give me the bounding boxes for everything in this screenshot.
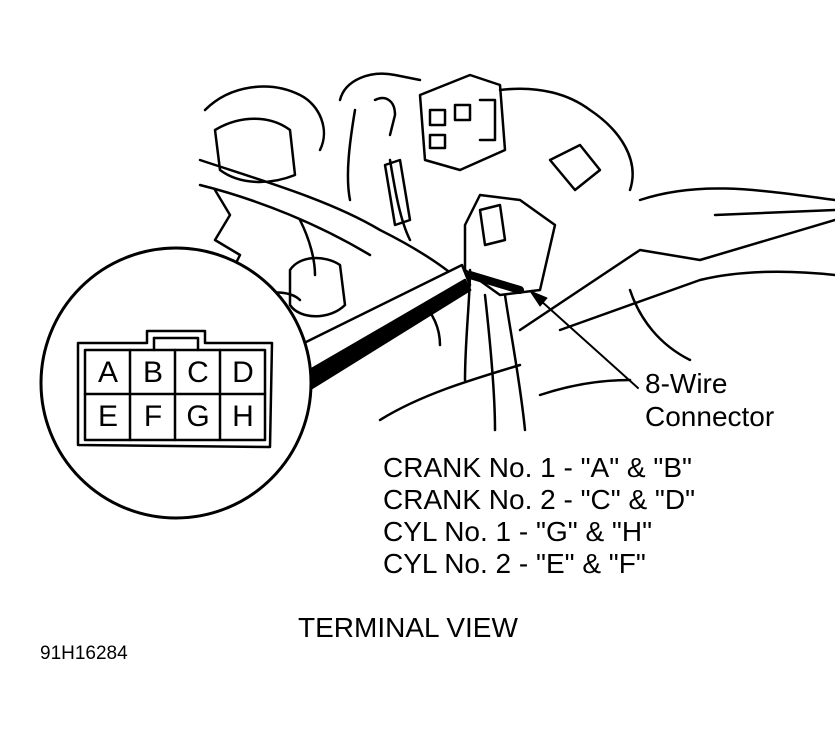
pin-e: E	[97, 400, 118, 433]
pin-f: F	[143, 400, 163, 433]
pin-assignment: CRANK No. 2 - "C" & "D"	[383, 484, 696, 515]
pin-a: A	[97, 356, 118, 389]
pin-g: G	[186, 400, 210, 433]
connector-label-line2: Connector	[645, 401, 775, 432]
engine-background	[198, 72, 835, 432]
pin-b: B	[142, 356, 163, 389]
terminal-housing	[76, 329, 274, 449]
view-title: TERMINAL VIEW	[298, 612, 518, 643]
pin-assignment: CYL No. 2 - "E" & "F"	[383, 548, 646, 579]
connector-label-line1: 8-Wire	[645, 368, 728, 399]
leader-line	[539, 299, 639, 389]
figure-id: 91H16284	[40, 643, 128, 664]
pin-h: H	[232, 400, 254, 433]
pin-c: C	[187, 356, 209, 389]
pin-d: D	[232, 356, 254, 389]
leader-arrowhead	[529, 290, 548, 307]
pin-assignment: CRANK No. 1 - "A" & "B"	[383, 452, 692, 483]
pin-assignment: CYL No. 1 - "G" & "H"	[383, 516, 653, 547]
